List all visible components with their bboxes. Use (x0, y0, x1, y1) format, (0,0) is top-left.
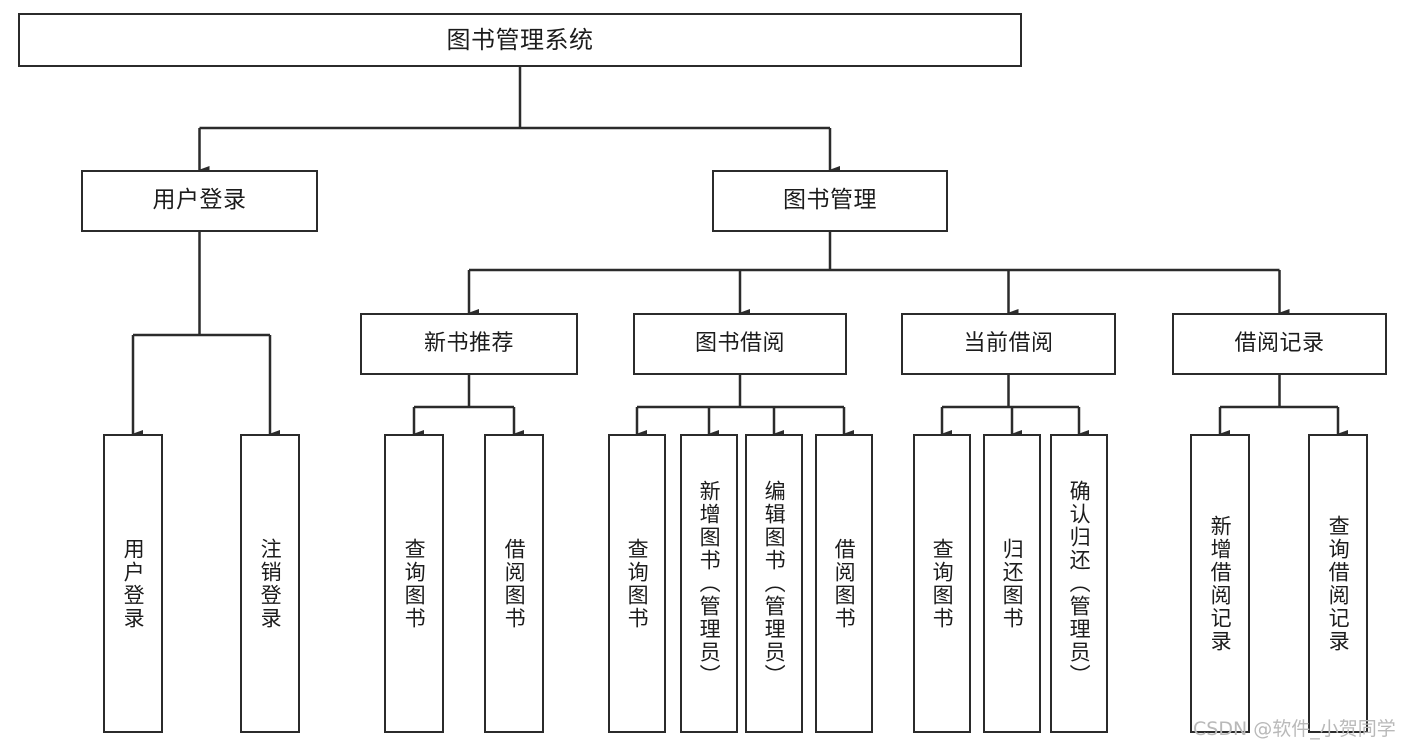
node-label: 注销登录 (258, 537, 283, 630)
node-label: 查询借阅记录 (1326, 514, 1351, 653)
node-t1-login: 用户登录 (81, 170, 318, 232)
node-t2-cur: 当前借阅 (901, 313, 1116, 375)
node-label: 借阅记录 (1234, 331, 1325, 357)
node-label: 当前借阅 (963, 331, 1054, 357)
node-label: 新书推荐 (423, 331, 514, 357)
node-l-qrec: 查询借阅记录 (1308, 434, 1368, 733)
node-label: 用户登录 (121, 537, 146, 630)
node-l-conf: 确认归还（管理员） (1050, 434, 1108, 733)
node-t2-rec: 借阅记录 (1172, 313, 1387, 375)
node-l-q3: 查询图书 (913, 434, 971, 733)
node-l-ret: 归还图书 (983, 434, 1041, 733)
node-label: 确认归还（管理员） (1067, 480, 1092, 687)
node-t2-borrow: 图书借阅 (633, 313, 847, 375)
node-l-q2: 查询图书 (608, 434, 666, 733)
node-t1-book: 图书管理 (712, 170, 948, 232)
node-l-addrec: 新增借阅记录 (1190, 434, 1250, 733)
node-label: 借阅图书 (502, 537, 527, 630)
node-label: 借阅图书 (832, 537, 857, 630)
node-label: 新增借阅记录 (1208, 514, 1233, 653)
node-l-edit: 编辑图书（管理员） (745, 434, 803, 733)
node-l-b2: 借阅图书 (815, 434, 873, 733)
node-l-q1: 查询图书 (384, 434, 444, 733)
node-t2-new: 新书推荐 (360, 313, 578, 375)
node-l-logout: 注销登录 (240, 434, 300, 733)
node-l-b1: 借阅图书 (484, 434, 544, 733)
node-label: 查询图书 (402, 537, 427, 630)
node-label: 归还图书 (1000, 537, 1025, 630)
node-label: 编辑图书（管理员） (762, 480, 787, 687)
node-label: 查询图书 (625, 537, 650, 630)
node-l-add: 新增图书（管理员） (680, 434, 738, 733)
node-l-login: 用户登录 (103, 434, 163, 733)
watermark-label: CSDN @软件_小贺同学 (1193, 718, 1396, 740)
node-label: 新增图书（管理员） (697, 480, 722, 687)
node-label: 查询图书 (930, 537, 955, 630)
node-label: 图书借阅 (694, 331, 785, 357)
node-root: 图书管理系统 (18, 13, 1022, 67)
node-label: 图书管理 (783, 187, 877, 214)
node-label: 图书管理系统 (446, 25, 594, 54)
node-label: 用户登录 (152, 187, 247, 214)
